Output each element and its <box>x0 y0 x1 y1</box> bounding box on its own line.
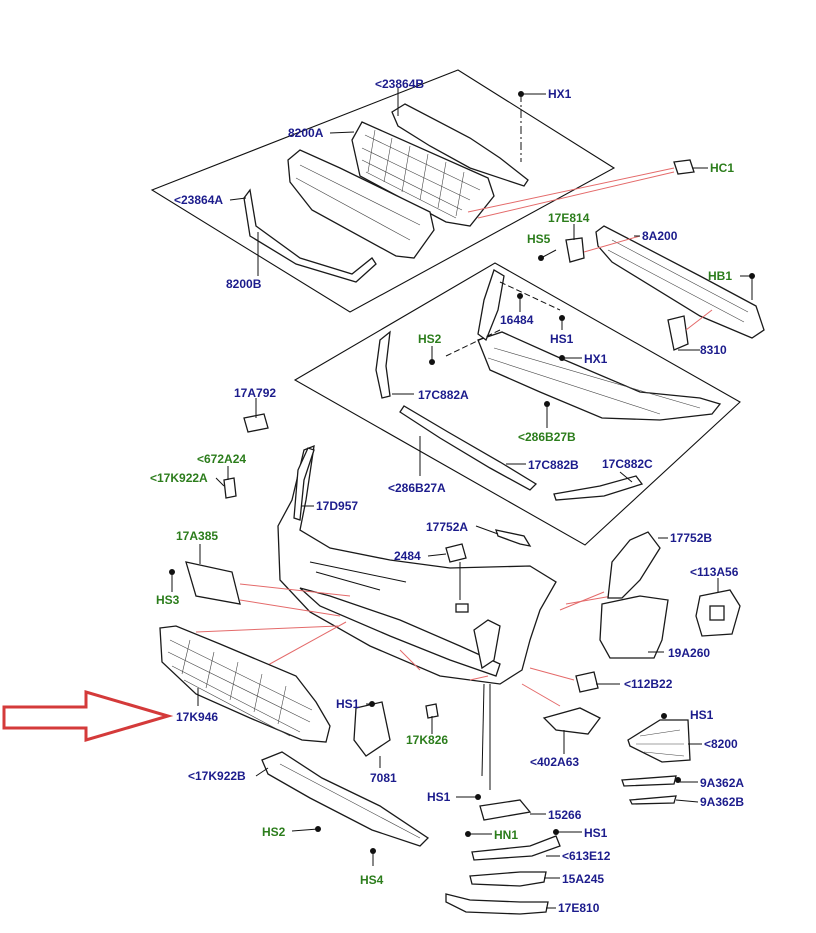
part-hc1-clip <box>673 159 695 175</box>
assembly-leaders <box>195 583 613 707</box>
label-17c882b: 17C882B <box>528 458 579 472</box>
label-17c882a: 17C882A <box>418 388 469 402</box>
label-402a63: <402A63 <box>530 755 579 769</box>
label-23864b: <23864B <box>375 77 424 91</box>
part-8200a-grille <box>351 121 495 227</box>
label-15266: 15266 <box>548 808 582 822</box>
part-labels: <23864B HX1 8200A HC1 <23864A 8200B 17E8… <box>150 77 744 915</box>
label-113a56: <113A56 <box>690 565 739 579</box>
part-286b27b-bracket <box>477 331 722 421</box>
part-23864b-upper-strip <box>391 103 529 187</box>
label-hs5: HS5 <box>527 232 551 246</box>
label-8310: 8310 <box>700 343 727 357</box>
label-hs1-613e12: HS1 <box>584 826 608 840</box>
part-17c882a-strip <box>375 330 391 399</box>
part-112b22-bracket <box>575 671 599 693</box>
part-8200b-surround <box>243 188 377 283</box>
label-hb1: HB1 <box>708 269 732 283</box>
label-286b27b: <286B27B <box>518 430 576 444</box>
part-17k826-clip <box>425 703 439 719</box>
highlight-arrow <box>2 689 174 743</box>
label-hs2-lower: HS2 <box>262 825 286 839</box>
part-17c882b-strip <box>399 405 538 491</box>
label-hs1-side: HS1 <box>690 708 714 722</box>
part-17c882c-strip <box>553 475 644 501</box>
part-17752a-strip <box>495 529 532 547</box>
part-17d957-trim <box>293 447 315 521</box>
part-9a362a-strip <box>621 775 677 787</box>
label-hs3: HS3 <box>156 593 180 607</box>
part-613e12-strip <box>471 835 561 861</box>
label-9a362b: 9A362B <box>700 795 744 809</box>
part-402a63-cover <box>542 707 601 735</box>
part-19a260-liner <box>599 595 669 659</box>
part-15266-strip <box>479 799 532 821</box>
label-19a260: 19A260 <box>668 646 710 660</box>
brackets-group-box <box>293 262 741 546</box>
label-hc1: HC1 <box>710 161 734 175</box>
part-9a362b-strip <box>628 795 677 805</box>
label-17d957: 17D957 <box>316 499 358 513</box>
part-8200-side-grille <box>627 719 691 763</box>
label-leaders <box>171 88 752 909</box>
label-8200: <8200 <box>704 737 738 751</box>
label-15a245: 15A245 <box>562 872 604 886</box>
lower-grille-mesh <box>167 639 313 737</box>
label-hx1-upper: HX1 <box>548 87 572 101</box>
label-hn1: HN1 <box>494 828 518 842</box>
label-7081: 7081 <box>370 771 397 785</box>
label-23864a: <23864A <box>174 193 223 207</box>
part-15a245-strip <box>469 871 547 887</box>
fog-light-recess <box>473 619 501 670</box>
label-112b22: <112B22 <box>624 677 673 691</box>
grille-mesh <box>361 129 481 219</box>
label-hs1-upper: HS1 <box>550 332 574 346</box>
label-17e814: 17E814 <box>548 211 590 225</box>
part-17e814-bracket <box>565 237 585 263</box>
part-17e810-strip <box>445 893 549 915</box>
label-17c882c: 17C882C <box>602 457 653 471</box>
label-17752a: 17752A <box>426 520 468 534</box>
label-17k826: 17K826 <box>406 733 448 747</box>
label-17752b: 17752B <box>670 531 712 545</box>
bumper-air-opening <box>299 587 501 677</box>
part-672a24-bracket <box>223 477 237 499</box>
label-hs4: HS4 <box>360 873 384 887</box>
label-hs1-15266: HS1 <box>427 790 451 804</box>
label-hx1-lower: HX1 <box>584 352 608 366</box>
label-hs1-7081: HS1 <box>336 697 360 711</box>
label-hs2-upper: HS2 <box>418 332 442 346</box>
part-2484-cover <box>445 543 467 563</box>
bracket-upper-arm <box>477 269 505 342</box>
label-8a200: 8A200 <box>642 229 678 243</box>
label-286b27a: <286B27A <box>388 481 446 495</box>
part-17a792-clip <box>243 413 269 433</box>
label-8200b: 8200B <box>226 277 262 291</box>
part-8310-bracket <box>667 315 689 351</box>
label-17k922b: <17K922B <box>188 769 246 783</box>
label-16484: 16484 <box>500 313 534 327</box>
label-613e12: <613E12 <box>562 849 611 863</box>
label-17k946: 17K946 <box>176 710 218 724</box>
part-7081-bracket <box>353 701 391 757</box>
label-17e810: 17E810 <box>558 901 600 915</box>
grille-group-box <box>150 69 616 313</box>
label-17a792: 17A792 <box>234 386 276 400</box>
label-17k922a: <17K922A <box>150 471 208 485</box>
part-17752b-bracket <box>607 531 661 599</box>
label-8200a: 8200A <box>288 126 324 140</box>
part-17k922b-undertray <box>261 751 430 847</box>
label-9a362a: 9A362A <box>700 776 744 790</box>
label-17a385: 17A385 <box>176 529 218 543</box>
part-17k946-lower-grille <box>159 625 331 743</box>
label-2484: 2484 <box>394 549 421 563</box>
label-672a24: <672A24 <box>197 452 246 466</box>
part-17a385-plate <box>185 561 241 605</box>
